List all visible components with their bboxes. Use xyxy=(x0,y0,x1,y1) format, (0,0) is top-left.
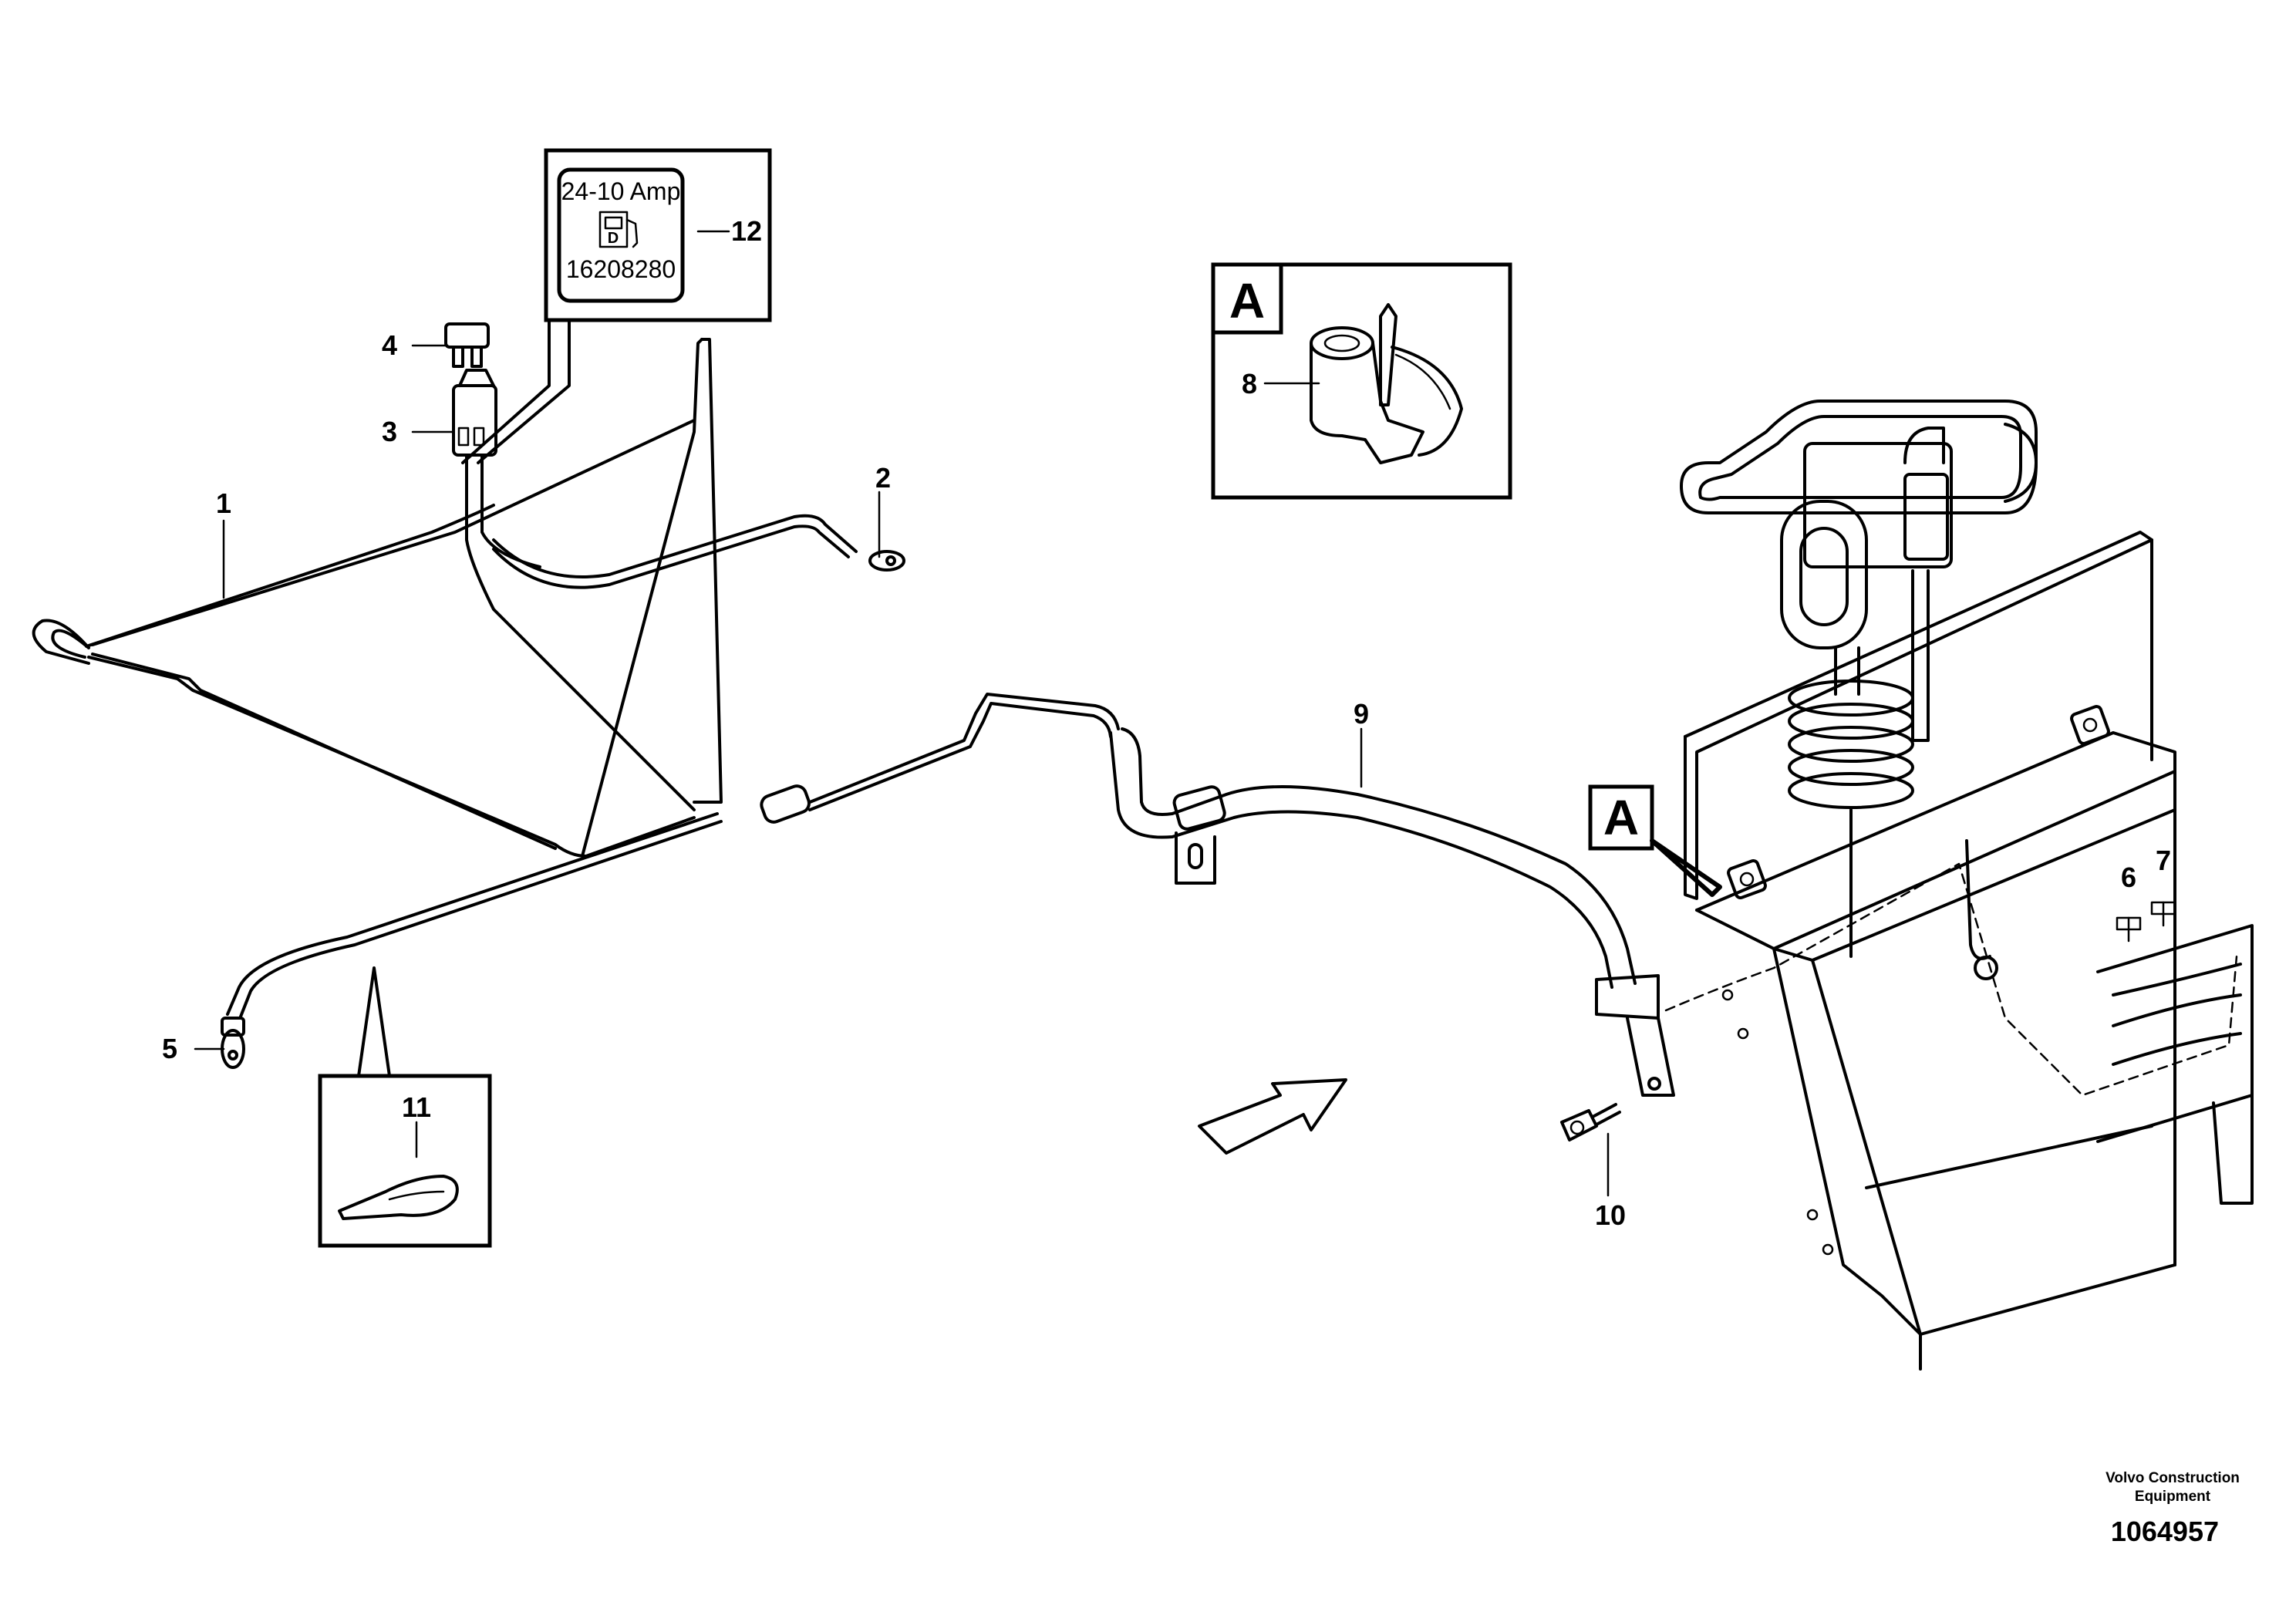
blade-fuse xyxy=(444,322,490,368)
callout-11: 11 xyxy=(402,1091,431,1123)
view-a-marker: A xyxy=(1588,784,1722,897)
battery-cable xyxy=(1109,727,1675,1097)
detail-a-label: A xyxy=(1229,273,1265,329)
fuel-pump-icon: D xyxy=(598,211,639,248)
cable-tie-callout xyxy=(318,966,492,1248)
bolt xyxy=(1560,1103,1621,1141)
callout-9: 9 xyxy=(1354,698,1369,730)
battery-box xyxy=(1664,531,2254,1371)
callout-2: 2 xyxy=(875,462,891,494)
callout-6: 6 xyxy=(2121,862,2136,893)
callout-4: 4 xyxy=(382,329,397,361)
callout-8: 8 xyxy=(1242,368,1257,400)
leader-lines xyxy=(194,230,2176,1197)
drawing-number: 1064957 xyxy=(2110,1516,2219,1547)
fuse-rating-text: 24-10 Amp xyxy=(561,177,681,205)
fuel-pump-letter: D xyxy=(608,230,619,247)
callout-7: 7 xyxy=(2156,845,2171,876)
cable-clip xyxy=(1310,303,1463,464)
cable-tie xyxy=(338,1175,459,1220)
callout-numbers: 1 2 3 4 5 6 7 8 9 10 11 12 xyxy=(162,215,2171,1231)
callout-10: 10 xyxy=(1595,1199,1626,1231)
fuse-holder xyxy=(452,369,497,457)
detail-view-a: A xyxy=(1211,262,1512,500)
wire-harness xyxy=(32,338,1120,1069)
callout-1: 1 xyxy=(216,487,231,519)
fuse-part-number: 16208280 xyxy=(566,255,676,283)
fuse-label-callout: 24-10 Amp D 16208280 xyxy=(461,148,772,464)
brand-name: Volvo Construction Equipment xyxy=(2106,1470,2240,1505)
disconnect-switch xyxy=(1680,400,2038,958)
callout-5: 5 xyxy=(162,1033,177,1064)
direction-arrow xyxy=(1198,1078,1347,1155)
callout-3: 3 xyxy=(382,416,397,447)
callout-12: 12 xyxy=(731,215,762,247)
marker-a-label: A xyxy=(1603,790,1639,845)
